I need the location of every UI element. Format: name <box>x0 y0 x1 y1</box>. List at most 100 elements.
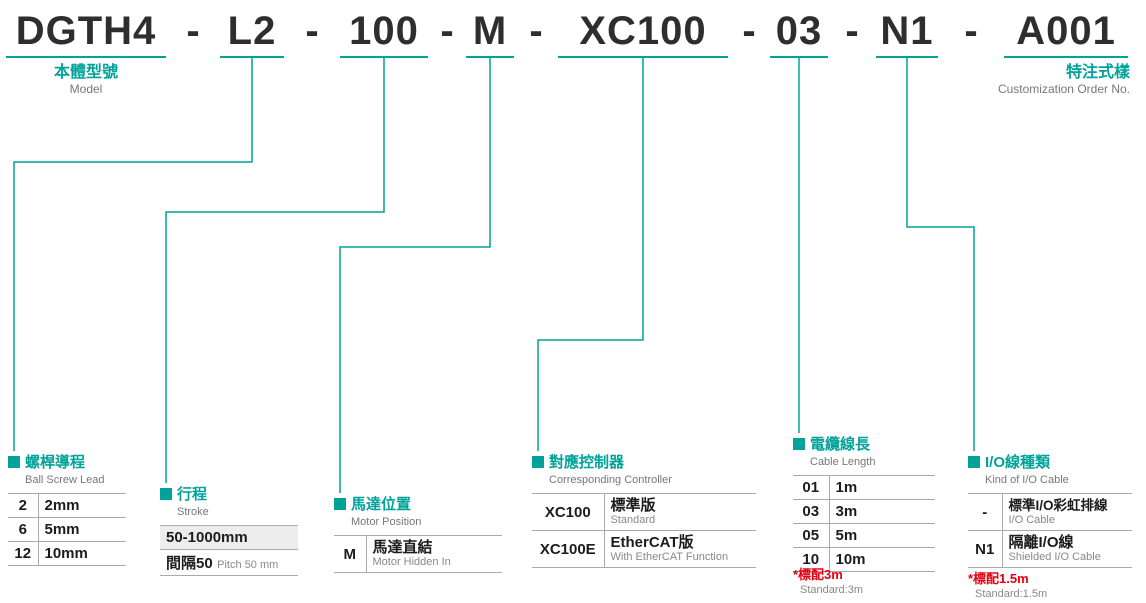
row-value: 1m <box>829 475 935 500</box>
section-io-cable: I/O線種類 Kind of I/O Cable - 標準I/O彩虹排線 I/O… <box>968 451 1134 568</box>
connector-motor-position <box>339 58 491 493</box>
note-standard-en: Standard:3m <box>800 584 863 596</box>
section-title-zh: 行程 <box>177 486 208 503</box>
connector-ball-screw-lead <box>13 58 253 451</box>
row-code: 12 <box>8 541 39 566</box>
table-row: 03 3m <box>793 499 935 524</box>
customization-label-en: Customization Order No. <box>997 82 1130 96</box>
motor-position-table: M 馬達直結 Motor Hidden In <box>334 535 502 573</box>
stroke-pitch-en: Pitch 50 mm <box>217 559 279 571</box>
code-separator: - <box>845 9 859 53</box>
connector-io-cable <box>906 58 975 451</box>
row-code: 03 <box>793 499 830 524</box>
code-separator: - <box>742 9 756 53</box>
row-value-en: With EtherCAT Function <box>610 551 729 563</box>
row-code: M <box>334 535 367 573</box>
code-separator: - <box>440 9 454 53</box>
row-value-en: I/O Cable <box>1008 514 1055 526</box>
section-stroke: 行程 Stroke 50-1000mm 間隔50 Pitch 50 mm <box>160 483 300 576</box>
row-code: XC100E <box>532 530 605 568</box>
row-value: 馬達直結 Motor Hidden In <box>366 535 502 573</box>
section-bullet-icon <box>532 456 544 468</box>
row-code: 6 <box>8 517 39 542</box>
section-header: I/O線種類 Kind of I/O Cable <box>968 451 1134 487</box>
code-separator: - <box>305 9 319 53</box>
table-row: N1 隔離I/O線 Shielded I/O Cable <box>968 530 1132 568</box>
table-row: 50-1000mm <box>160 525 298 550</box>
section-title-en: Ball Screw Lead <box>25 474 105 486</box>
section-title-en: Stroke <box>177 506 209 518</box>
model-label-zh: 本體型號 <box>53 64 118 81</box>
cable-length-note: *標配3m Standard:3m <box>793 567 863 597</box>
table-row: 05 5m <box>793 523 935 548</box>
code-segment-stroke: 100 <box>340 6 428 58</box>
io-cable-table: - 標準I/O彩虹排線 I/O Cable N1 隔離I/O線 Shielded… <box>968 493 1132 568</box>
note-standard-zh: *標配3m <box>793 567 843 582</box>
table-row: 12 10mm <box>8 541 126 566</box>
table-row: 6 5mm <box>8 517 126 542</box>
row-value: 隔離I/O線 Shielded I/O Cable <box>1002 530 1132 568</box>
row-value-zh: 隔離I/O線 <box>1008 534 1074 551</box>
section-bullet-icon <box>160 488 172 500</box>
section-title-zh: 馬達位置 <box>351 496 412 513</box>
code-separator: - <box>964 9 978 53</box>
section-bullet-icon <box>8 456 20 468</box>
table-row: XC100 標準版 Standard <box>532 493 756 531</box>
stroke-range: 50-1000mm <box>160 525 298 550</box>
section-title-en: Cable Length <box>810 456 876 468</box>
model-label-en: Model <box>69 82 103 96</box>
code-segment-controller: XC100 <box>558 6 728 58</box>
code-segment-custom: A001 <box>1004 6 1128 58</box>
section-title-zh: 對應控制器 <box>549 454 625 471</box>
code-segment-io: N1 <box>876 6 938 58</box>
row-value: 10mm <box>38 541 126 566</box>
model-label: 本體型號 Model <box>6 63 166 97</box>
customization-label-zh: 特注式樣 <box>1065 64 1130 81</box>
row-value-en: Shielded I/O Cable <box>1008 551 1101 563</box>
note-standard-zh: *標配1.5m <box>968 571 1029 586</box>
section-title-en: Kind of I/O Cable <box>985 474 1069 486</box>
table-row: XC100E EtherCAT版 With EtherCAT Function <box>532 530 756 568</box>
section-title-zh: 螺桿導程 <box>25 454 86 471</box>
ball-screw-lead-table: 2 2mm 6 5mm 12 10mm <box>8 493 126 566</box>
section-bullet-icon <box>334 498 346 510</box>
section-title-en: Motor Position <box>351 516 422 528</box>
row-value: 5mm <box>38 517 126 542</box>
io-cable-note: *標配1.5m Standard:1.5m <box>968 571 1047 601</box>
code-separator: - <box>186 9 200 53</box>
row-code: 2 <box>8 493 39 518</box>
note-standard-en: Standard:1.5m <box>975 588 1048 600</box>
table-row: 間隔50 Pitch 50 mm <box>160 549 298 576</box>
customization-label: 特注式樣 Customization Order No. <box>930 63 1130 97</box>
row-value-en: Standard <box>610 514 656 526</box>
row-value-en: Motor Hidden In <box>372 556 451 568</box>
table-row: - 標準I/O彩虹排線 I/O Cable <box>968 493 1132 531</box>
section-bullet-icon <box>968 456 980 468</box>
section-title-zh: 電纜線長 <box>810 436 871 453</box>
section-ball-screw-lead: 螺桿導程 Ball Screw Lead 2 2mm 6 5mm 12 10mm <box>8 451 128 566</box>
code-separator: - <box>529 9 543 53</box>
row-code: XC100 <box>532 493 605 531</box>
row-value: 5m <box>829 523 935 548</box>
row-value: 標準版 Standard <box>604 493 756 531</box>
stroke-pitch: 間隔50 Pitch 50 mm <box>160 549 298 576</box>
section-bullet-icon <box>793 438 805 450</box>
controller-table: XC100 標準版 Standard XC100E EtherCAT版 With… <box>532 493 756 568</box>
row-value: 10m <box>829 547 935 572</box>
section-header: 螺桿導程 Ball Screw Lead <box>8 451 128 487</box>
row-value: 3m <box>829 499 935 524</box>
stroke-table: 50-1000mm 間隔50 Pitch 50 mm <box>160 525 298 576</box>
row-value-zh: 標準I/O彩虹排線 <box>1008 498 1108 513</box>
code-segment-lead: L2 <box>220 6 284 58</box>
code-segment-cable-length: 03 <box>770 6 828 58</box>
row-code: - <box>968 493 1003 531</box>
table-row: 2 2mm <box>8 493 126 518</box>
section-motor-position: 馬達位置 Motor Position M 馬達直結 Motor Hidden … <box>334 493 504 573</box>
row-value: 標準I/O彩虹排線 I/O Cable <box>1002 493 1132 531</box>
code-segment-motor: M <box>466 6 514 58</box>
row-value-zh: EtherCAT版 <box>610 534 694 551</box>
connector-stroke <box>165 58 385 483</box>
section-title-en: Corresponding Controller <box>549 474 672 486</box>
row-value-zh: 馬達直結 <box>372 539 433 556</box>
